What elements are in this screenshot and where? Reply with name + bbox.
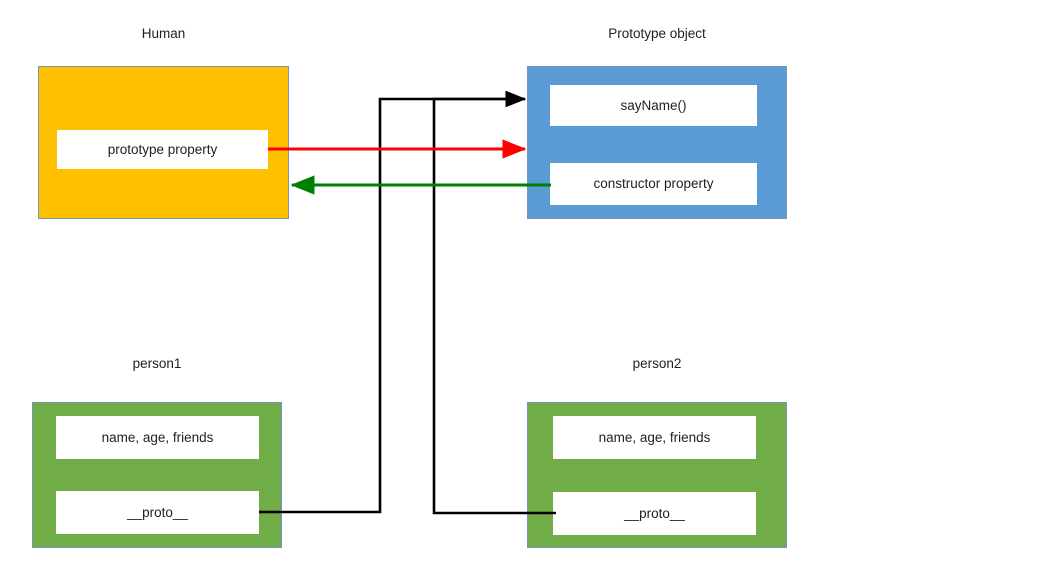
- slot-human-prototype-property[interactable]: prototype property: [57, 130, 268, 169]
- node-title-person1: person1: [132, 356, 182, 371]
- node-title-prototype-object: Prototype object: [608, 26, 706, 41]
- slot-prototype-sayname[interactable]: sayName(): [550, 85, 757, 126]
- clipped-top-text: [0, 0, 1037, 3]
- slot-prototype-constructor-property[interactable]: constructor property: [550, 163, 757, 205]
- slot-person2-properties[interactable]: name, age, friends: [553, 416, 756, 459]
- slot-person1-properties[interactable]: name, age, friends: [56, 416, 259, 459]
- node-title-person2: person2: [632, 356, 682, 371]
- node-title-human: Human: [141, 26, 186, 41]
- slot-person1-proto[interactable]: __proto__: [56, 491, 259, 534]
- slot-person2-proto[interactable]: __proto__: [553, 492, 756, 535]
- connector-person1-proto-to-prototype-object: [259, 90, 527, 514]
